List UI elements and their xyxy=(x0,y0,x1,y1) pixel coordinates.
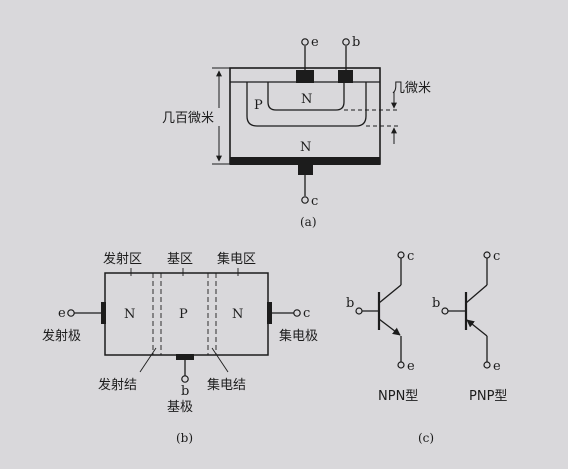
terminal-circle xyxy=(483,361,491,369)
npn-type-label: NPN型 xyxy=(378,389,418,404)
terminal-circle xyxy=(67,309,75,317)
figure-b-structure: 发射区 基区 集电区 N P N e c b 发射极 集电极 发射结 集电结 基… xyxy=(42,251,318,445)
terminal-b-label: b xyxy=(352,35,360,50)
npn-symbol: c b e NPN型 xyxy=(346,249,418,404)
emitter-electrode-label: 发射极 xyxy=(42,328,81,344)
dim-large-label: 几百微米 xyxy=(162,111,214,126)
caption-a: (a) xyxy=(300,215,317,229)
collector-junction-label: 集电结 xyxy=(207,377,246,393)
terminal-circle xyxy=(355,307,363,315)
p-base-well xyxy=(246,82,367,127)
terminal-circle xyxy=(342,38,350,46)
caption-c: (c) xyxy=(418,431,434,445)
figure-a-cross-section: e b c N P N 几微米 几百微米 (a) xyxy=(162,35,431,229)
region-p-label: P xyxy=(254,98,263,113)
region-p-label: P xyxy=(179,307,188,322)
pnp-symbol: c b e PNP型 xyxy=(432,249,507,404)
region-n-right-label: N xyxy=(232,307,243,322)
collector-metal-bottom xyxy=(230,157,380,165)
emitter-electrode-plate xyxy=(101,302,106,324)
collector-contact xyxy=(298,165,313,175)
pnp-b-label: b xyxy=(432,296,440,311)
pnp-e-label: e xyxy=(493,359,501,374)
region-n-bottom-label: N xyxy=(300,140,311,155)
figure-c-symbols: c b e NPN型 c b e PNP型 (c) xyxy=(346,249,507,445)
region-n-left-label: N xyxy=(124,307,135,322)
terminal-circle xyxy=(397,251,405,259)
pnp-c-label: c xyxy=(493,249,500,264)
terminal-b-label: b xyxy=(181,384,189,399)
collector-electrode-plate xyxy=(267,302,272,324)
terminal-circle xyxy=(301,196,309,204)
terminal-circle xyxy=(397,361,405,369)
dim-small-label: 几微米 xyxy=(392,81,431,96)
emitter-contact xyxy=(296,70,314,83)
npn-b-label: b xyxy=(346,296,354,311)
terminal-c-label: c xyxy=(303,306,310,321)
npn-c-label: c xyxy=(407,249,414,264)
emitter-junction-label: 发射结 xyxy=(98,377,137,393)
base-electrode-plate xyxy=(176,354,194,360)
collector-region-label: 集电区 xyxy=(217,251,256,267)
npn-emitter-arrow xyxy=(378,318,401,336)
terminal-e-label: e xyxy=(58,306,66,321)
n-emitter-well xyxy=(267,82,345,111)
base-region-label: 基区 xyxy=(167,252,193,267)
collector-electrode-label: 集电极 xyxy=(279,328,318,344)
npn-e-label: e xyxy=(407,359,415,374)
terminal-circle xyxy=(441,307,449,315)
pnp-emitter-arrow xyxy=(466,319,488,337)
emitter-region-label: 发射区 xyxy=(103,251,142,267)
region-n-top-label: N xyxy=(301,92,312,107)
caption-b: (b) xyxy=(176,431,193,445)
terminal-e-label: e xyxy=(311,35,319,50)
base-electrode-label: 基极 xyxy=(167,400,193,415)
terminal-circle xyxy=(181,375,189,383)
terminal-c-label: c xyxy=(311,194,318,209)
pnp-type-label: PNP型 xyxy=(469,389,507,404)
terminal-circle xyxy=(293,309,301,317)
terminal-circle xyxy=(301,38,309,46)
terminal-circle xyxy=(483,251,491,259)
base-contact xyxy=(338,70,353,83)
